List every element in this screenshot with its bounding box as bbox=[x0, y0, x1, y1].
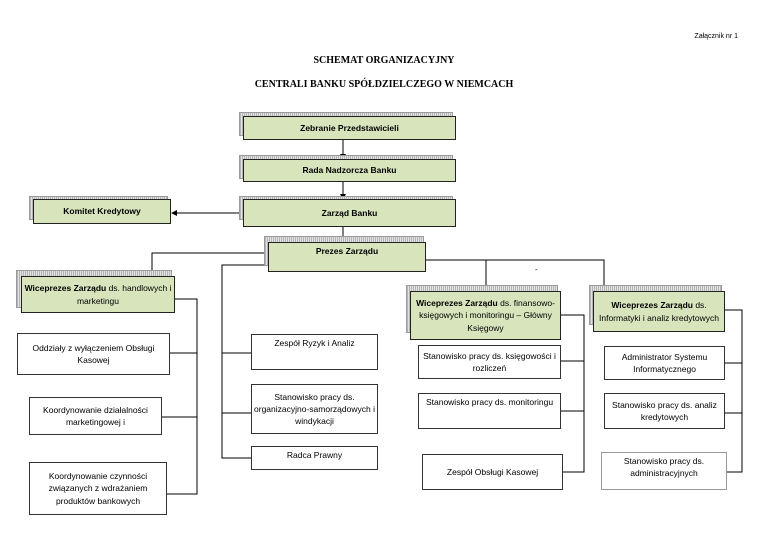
node-stanowisko-monitoringu: Stanowisko pracy ds. monitoringu bbox=[418, 393, 561, 429]
title-line-2: CENTRALI BANKU SPÓŁDZIELCZEGO W NIEMCACH bbox=[254, 79, 514, 90]
node-komitet: Komitet Kredytowy bbox=[33, 199, 171, 224]
node-radca: Radca Prawny bbox=[251, 446, 378, 470]
vp2-title: Wiceprezes Zarządu bbox=[416, 298, 498, 309]
node-stanowisko-analiz: Stanowisko pracy ds. analiz kredytowych bbox=[604, 393, 725, 429]
node-koord-dzialalnosci: Koordynowanie działalności marketingowej… bbox=[29, 397, 162, 435]
node-stanowisko-ksiegowosci: Stanowisko pracy ds. księgowości i rozli… bbox=[418, 345, 561, 379]
vp2-scope: ds. finansowo-księgowych i monitoringu –… bbox=[419, 298, 555, 333]
node-zespol-ryzyk: Zespół Ryzyk i Analiz bbox=[251, 334, 378, 370]
node-oddzialy: Oddziały z wyłączeniem Obsługi Kasowej bbox=[17, 333, 170, 375]
node-vp-handlowy: Wiceprezes Zarządu ds. handlowych i mark… bbox=[21, 276, 175, 313]
node-zespol-kasowy: Zespół Obsługi Kasowej bbox=[422, 454, 563, 490]
title-line-1: SCHEMAT ORGANIZACYJNY bbox=[313, 55, 455, 66]
node-stanowisko-organizacyjne: Stanowisko pracy ds. organizacyjno-samor… bbox=[251, 384, 378, 434]
node-vp-finansowy: Wiceprezes Zarządu ds. finansowo-księgow… bbox=[410, 291, 561, 340]
node-administrator: Administrator Systemu Informatycznego bbox=[604, 346, 725, 380]
vp3-title: Wiceprezes Zarządu bbox=[611, 300, 693, 311]
vp1-title: Wiceprezes Zarządu bbox=[24, 283, 107, 294]
node-vp-informatyki: Wiceprezes Zarządu ds. Informatyki i ana… bbox=[593, 291, 725, 332]
stray-mark: - bbox=[535, 265, 538, 274]
vp1-scope: ds. handlowych i marketingu bbox=[76, 283, 172, 306]
node-prezes: Prezes Zarządu bbox=[268, 242, 426, 272]
node-koord-czynnosci: Koordynowanie czynności związanych z wdr… bbox=[29, 462, 167, 515]
node-rada: Rada Nadzorcza Banku bbox=[243, 159, 456, 182]
annex-label: Załącznik nr 1 bbox=[694, 33, 738, 40]
node-zarzad: Zarząd Banku bbox=[243, 199, 456, 227]
node-stanowisko-administracyjne: Stanowisko pracy ds. administracyjnych bbox=[601, 452, 727, 490]
node-zebranie: Zebranie Przedstawicieli bbox=[243, 116, 456, 140]
vp3-scope: ds. Informatyki i analiz kredytowych bbox=[599, 300, 719, 323]
